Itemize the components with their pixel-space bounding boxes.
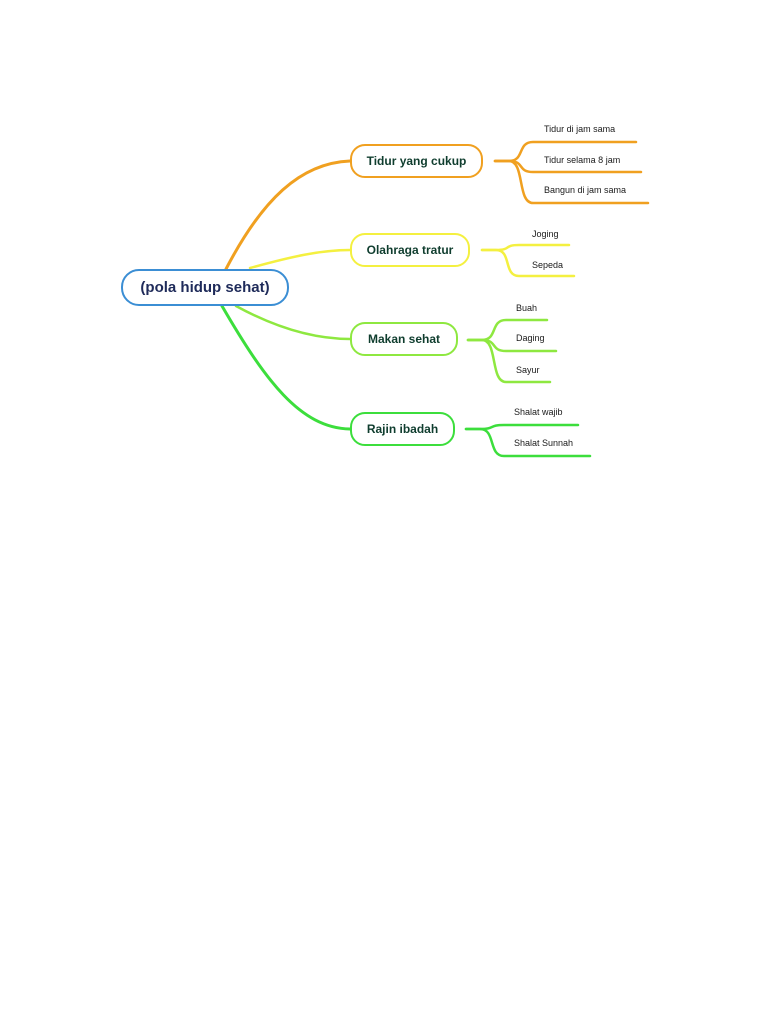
leaf-sepeda[interactable]: Sepeda <box>532 260 564 270</box>
branch-tidur-yang-cukup[interactable]: Tidur yang cukup <box>350 144 483 178</box>
branch-label: Olahraga tratur <box>366 243 454 257</box>
root-topic-label: (pola hidup sehat) <box>140 279 270 296</box>
leaf-connector <box>493 159 650 205</box>
branch-rajin-ibadah[interactable]: Rajin ibadah <box>350 412 455 446</box>
leaf-buah[interactable]: Buah <box>516 303 538 313</box>
root-connector <box>248 248 352 270</box>
leaf-sayur[interactable]: Sayur <box>516 365 540 375</box>
leaf-tidur-selama-8-jam[interactable]: Tidur selama 8 jam <box>544 155 621 165</box>
branch-label: Makan sehat <box>367 332 441 346</box>
leaf-tidur-di-jam-sama[interactable]: Tidur di jam sama <box>544 124 616 134</box>
leaf-connector <box>464 427 592 458</box>
root-connector <box>234 304 352 341</box>
branch-label: Rajin ibadah <box>366 422 439 436</box>
leaf-bangun-di-jam-sama[interactable]: Bangun di jam sama <box>544 185 627 195</box>
leaf-shalat-sunnah[interactable]: Shalat Sunnah <box>514 438 574 448</box>
root-connector <box>224 159 352 271</box>
branch-makan-sehat[interactable]: Makan sehat <box>350 322 458 356</box>
leaf-shalat-wajib[interactable]: Shalat wajib <box>514 407 563 417</box>
root-topic[interactable]: (pola hidup sehat) <box>121 269 289 306</box>
leaf-connector <box>480 248 576 278</box>
leaf-daging[interactable]: Daging <box>516 333 545 343</box>
branch-olahraga-tratur[interactable]: Olahraga tratur <box>350 233 470 267</box>
leaf-joging[interactable]: Joging <box>532 229 559 239</box>
branch-label: Tidur yang cukup <box>366 154 467 168</box>
leaf-connector <box>466 338 552 384</box>
root-connector <box>220 304 352 431</box>
